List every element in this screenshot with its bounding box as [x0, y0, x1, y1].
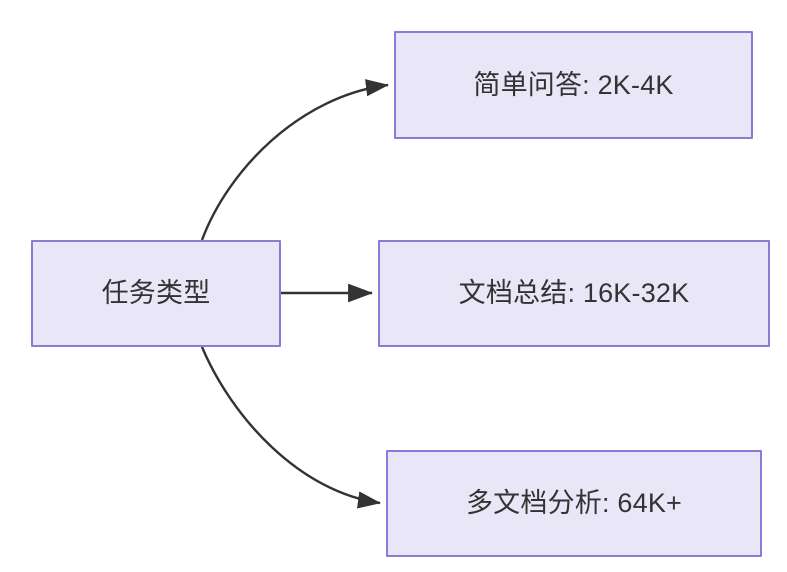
node-label: 文档总结: 16K-32K [458, 278, 690, 309]
node-simple-qa[interactable]: 简单问答: 2K-4K [394, 31, 753, 139]
node-label: 简单问答: 2K-4K [473, 69, 674, 100]
node-task-type[interactable]: 任务类型 [31, 240, 281, 347]
edge-root-to-simple-qa [200, 79, 389, 241]
node-label: 任务类型 [101, 278, 211, 309]
edge-root-to-multidoc [200, 346, 381, 509]
node-doc-summary[interactable]: 文档总结: 16K-32K [378, 240, 770, 347]
node-label: 多文档分析: 64K+ [465, 488, 682, 519]
node-multidoc-analysis[interactable]: 多文档分析: 64K+ [386, 450, 762, 557]
